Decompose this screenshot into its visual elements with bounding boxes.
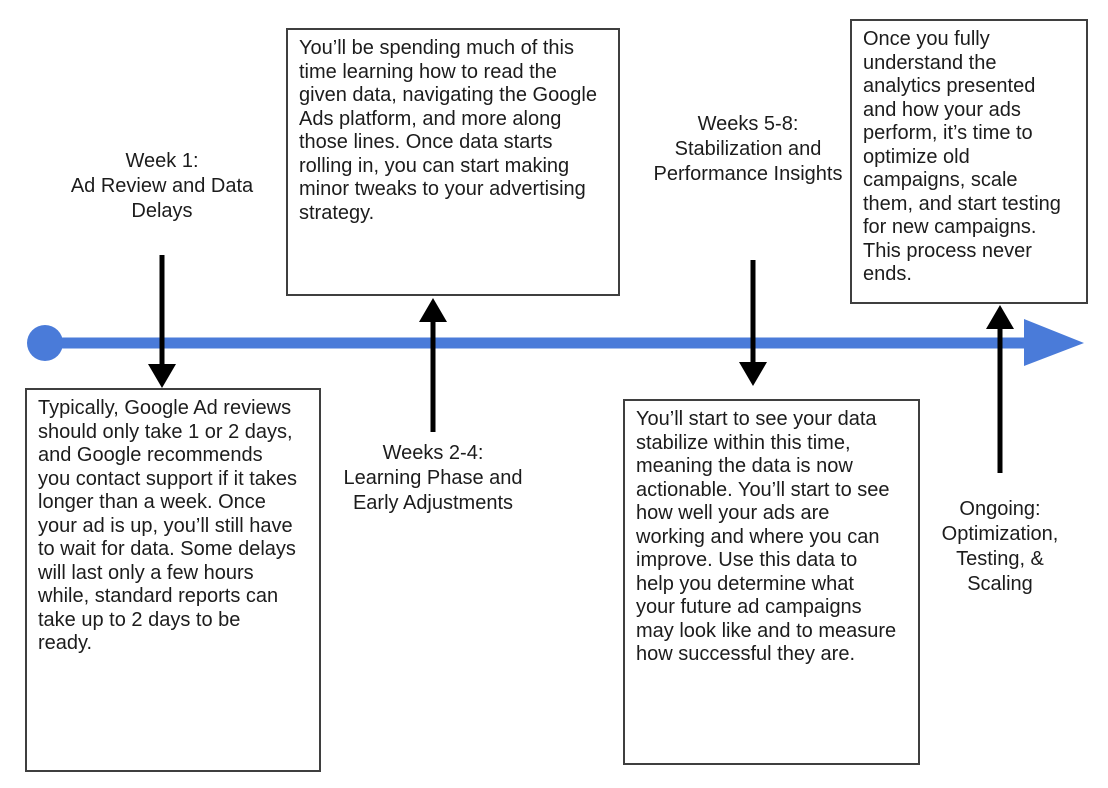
milestone-arrow-down-icon <box>148 255 176 388</box>
milestone-label-weeks-5-8: Weeks 5-8: Stabilization and Performance… <box>653 113 843 185</box>
description-box-weeks-2-4: You’ll be spending much of this time lea… <box>286 28 620 296</box>
description-box-week-1: Typically, Google Ad reviews should only… <box>25 388 321 772</box>
timeline-start-dot <box>27 325 63 361</box>
description-box-ongoing: Once you fully understand the analytics … <box>850 19 1088 304</box>
milestone-label-week-1: Week 1: Ad Review and Data Delays <box>70 150 254 222</box>
milestone-label-weeks-2-4: Weeks 2-4: Learning Phase and Early Adju… <box>343 442 523 514</box>
milestone-arrow-up-icon <box>986 305 1014 473</box>
milestone-label-ongoing: Ongoing: Optimization, Testing, & Scalin… <box>941 498 1059 595</box>
milestone-arrow-up-icon <box>419 298 447 432</box>
milestone-arrow-down-icon <box>739 260 767 386</box>
description-box-weeks-5-8: You’ll start to see your data stabilize … <box>623 399 920 765</box>
timeline-arrowhead-icon <box>1024 319 1084 366</box>
